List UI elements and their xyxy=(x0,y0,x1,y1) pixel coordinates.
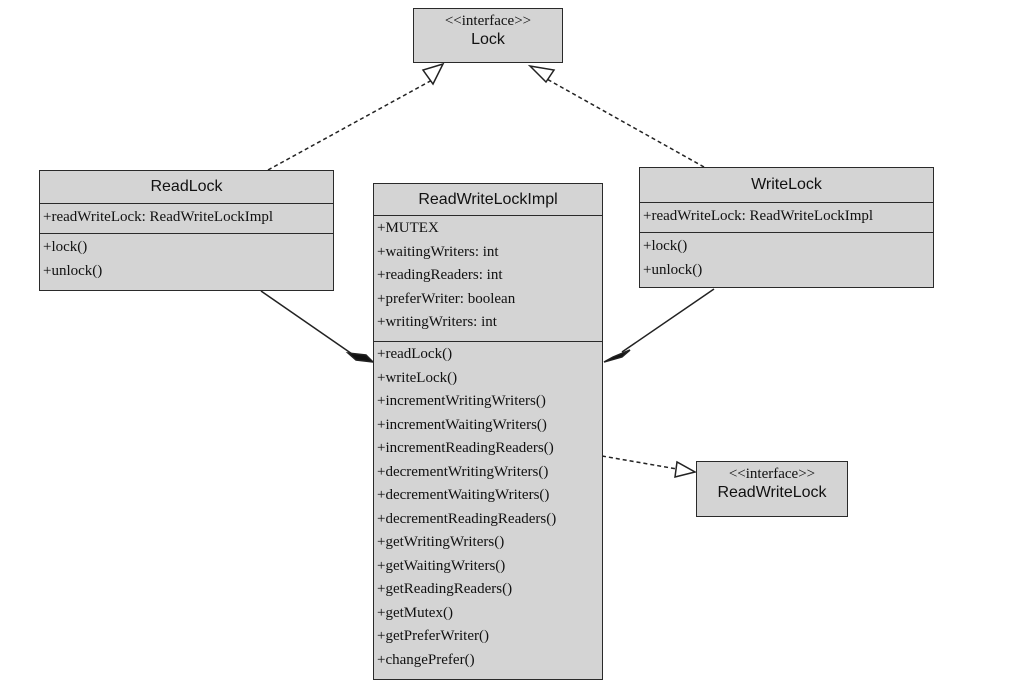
impl-attribute: +preferWriter: boolean xyxy=(377,290,516,307)
impl-operation: +decrementWritingWriters() xyxy=(377,463,549,480)
impl-operation: +writeLock() xyxy=(377,369,458,386)
writelock-attributes: +readWriteLock: ReadWriteLockImpl xyxy=(640,203,933,233)
impl-operation: +changePrefer() xyxy=(377,651,475,668)
impl-operation: +readLock() xyxy=(377,346,453,362)
lock-interface-box: <<interface>> Lock xyxy=(413,8,563,63)
readlock-class-name: ReadLock xyxy=(40,171,333,204)
readlock-operations: +lock() +unlock() xyxy=(40,234,333,283)
readlock-operation: +unlock() xyxy=(43,263,103,279)
writelock-composition-diamond xyxy=(603,349,631,363)
readlock-composition-edge xyxy=(260,290,356,357)
writelock-operations: +lock() +unlock() xyxy=(640,233,933,282)
impl-attribute: +MUTEX xyxy=(377,220,439,236)
readlock-realizes-lock-edge xyxy=(267,78,435,171)
impl-operation: +decrementReadingReaders() xyxy=(377,510,557,527)
impl-operation: +getWritingWriters() xyxy=(377,534,505,550)
writelock-operation: +lock() xyxy=(643,238,688,254)
impl-realizes-readwritelock-edge xyxy=(601,455,678,470)
impl-operation: +incrementReadingReaders() xyxy=(377,440,554,456)
impl-operation: +incrementWritingWriters() xyxy=(377,393,546,409)
impl-attribute: +waitingWriters: int xyxy=(377,243,499,260)
readwritelockimpl-class-box: ReadWriteLockImpl +MUTEX +waitingWriters… xyxy=(373,183,603,680)
impl-operation: +getWaitingWriters() xyxy=(377,557,506,574)
readwritelockimpl-class-name: ReadWriteLockImpl xyxy=(374,184,602,216)
writelock-operation: +unlock() xyxy=(643,262,703,278)
writelock-class-box: WriteLock +readWriteLock: ReadWriteLockI… xyxy=(639,167,934,288)
writelock-composition-edge xyxy=(621,288,715,353)
impl-operation: +getReadingReaders() xyxy=(377,581,513,597)
readwritelockimpl-attributes: +MUTEX +waitingWriters: int +readingRead… xyxy=(374,216,602,342)
impl-operation: +incrementWaitingWriters() xyxy=(377,416,547,433)
writelock-realization-arrowhead xyxy=(527,64,556,84)
lock-interface-name: Lock xyxy=(471,31,505,48)
readlock-attributes: +readWriteLock: ReadWriteLockImpl xyxy=(40,204,333,234)
writelock-attribute: +readWriteLock: ReadWriteLockImpl xyxy=(643,208,874,224)
readwritelock-interface-box: <<interface>> ReadWriteLock xyxy=(696,461,848,517)
impl-operation: +decrementWaitingWriters() xyxy=(377,487,550,503)
readlock-attribute: +readWriteLock: ReadWriteLockImpl xyxy=(43,209,274,225)
impl-operation: +getMutex() xyxy=(377,604,453,621)
readlock-operation: +lock() xyxy=(43,239,88,255)
impl-attribute: +writingWriters: int xyxy=(377,314,497,330)
readlock-realization-arrowhead xyxy=(421,62,445,86)
writelock-class-name: WriteLock xyxy=(640,168,933,203)
impl-realization-arrowhead xyxy=(674,460,698,478)
writelock-realizes-lock-edge xyxy=(544,77,705,168)
impl-operation: +getPreferWriter() xyxy=(377,628,489,644)
readlock-class-box: ReadLock +readWriteLock: ReadWriteLockIm… xyxy=(39,170,334,291)
readwritelock-stereotype: <<interface>> xyxy=(728,466,816,482)
readwritelockimpl-operations: +readLock() +writeLock() +incrementWriti… xyxy=(374,342,602,672)
impl-attribute: +readingReaders: int xyxy=(377,267,503,283)
lock-stereotype: <<interface>> xyxy=(444,13,532,29)
readwritelock-interface-name: ReadWriteLock xyxy=(717,484,827,501)
readlock-composition-diamond xyxy=(345,351,376,363)
